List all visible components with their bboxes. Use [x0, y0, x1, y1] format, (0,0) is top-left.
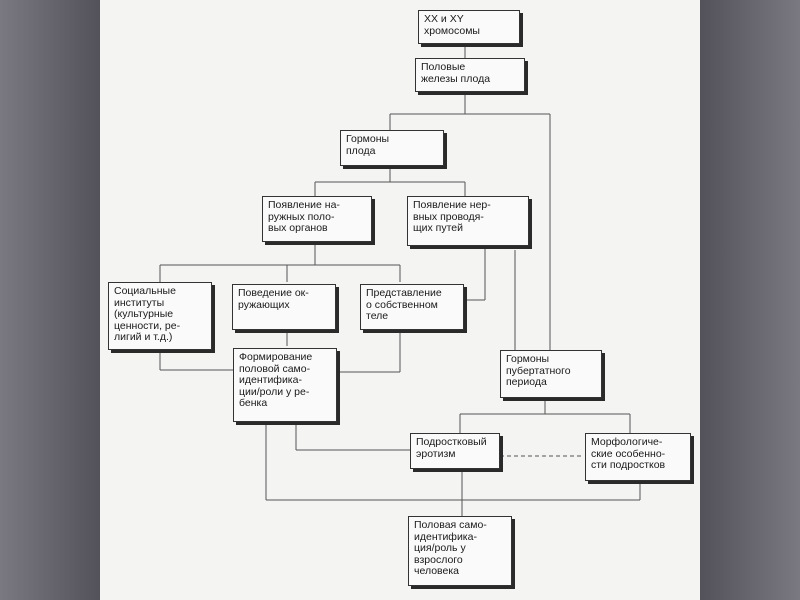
node-child-identity: Формирование половой само- идентифика- ц… — [233, 348, 337, 422]
node-adult-identity: Половая само- идентифика- ция/роль у взр… — [408, 516, 512, 586]
node-teen-morphology: Морфологиче- ские особенно- сти подростк… — [585, 433, 691, 481]
right-backdrop — [700, 0, 800, 600]
node-chromosomes: XX и XY хромосомы — [418, 10, 520, 44]
node-social-institutes: Социальные институты (культурные ценност… — [108, 282, 212, 350]
node-teen-eroticism: Подростковый эротизм — [410, 433, 500, 469]
node-puberty-hormones: Гормоны пубертатного периода — [500, 350, 602, 398]
node-self-body: Представление о собственном теле — [360, 284, 464, 330]
left-backdrop — [0, 0, 100, 600]
node-nerve-pathways: Появление нер- вных проводя- щих путей — [407, 196, 529, 246]
node-fetal-hormones: Гормоны плода — [340, 130, 444, 166]
node-others-behavior: Поведение ок- ружающих — [232, 284, 336, 330]
node-fetal-gonads: Половые железы плода — [415, 58, 525, 92]
node-external-organs: Появление на- ружных поло- вых органов — [262, 196, 372, 242]
